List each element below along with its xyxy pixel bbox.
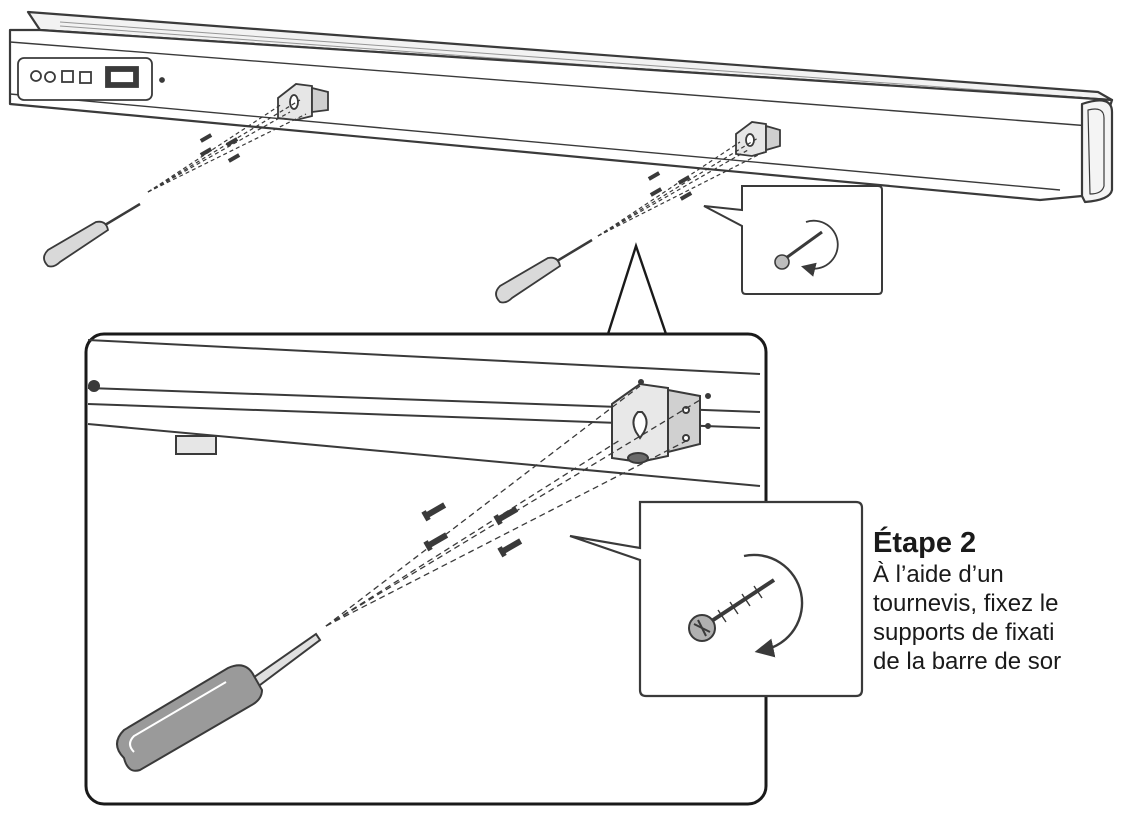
screwdriver-icon	[43, 202, 141, 268]
soundbar-control-panel	[17, 57, 165, 101]
instruction-line: supports de fixati	[873, 619, 1055, 646]
screw-icon	[774, 230, 823, 270]
zoom-pointer	[606, 242, 668, 335]
screw-paths-left	[147, 99, 307, 193]
screws	[421, 502, 523, 558]
small-screws-right	[647, 171, 693, 201]
screwdriver-icon	[495, 238, 593, 304]
screw-callout-small	[703, 185, 883, 295]
soundbar	[8, 10, 1114, 204]
screwdriver-icon	[116, 632, 322, 772]
screw-icon	[688, 578, 776, 642]
screw-paths-right	[597, 137, 765, 237]
screw-paths	[325, 385, 701, 627]
small-screws-left	[199, 133, 241, 163]
instruction-line: de la barre de sor	[873, 648, 1062, 675]
mounting-bracket	[611, 379, 711, 464]
instruction-line: tournevis, fixez le	[873, 590, 1059, 617]
clockwise-arrow-icon	[801, 219, 839, 277]
step-title: Étape 2	[873, 527, 977, 559]
instruction-line: À l’aide d’un	[873, 561, 1004, 588]
mounting-bracket-left	[277, 83, 329, 121]
clockwise-arrow-icon	[743, 553, 804, 658]
screw-callout	[569, 500, 864, 698]
